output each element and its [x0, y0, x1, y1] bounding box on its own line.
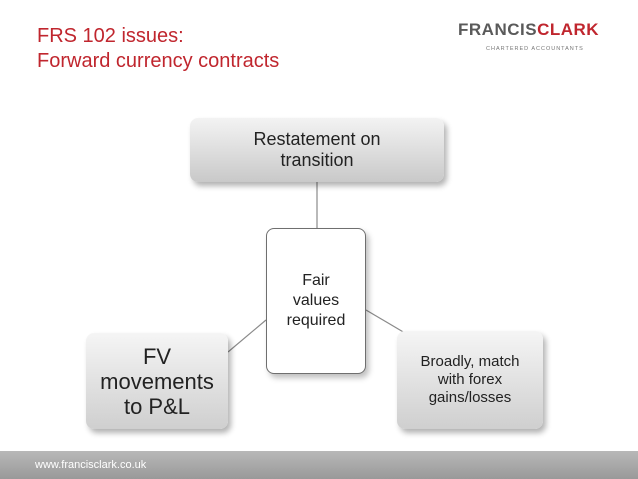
logo-subtitle: CHARTERED ACCOUNTANTS [486, 46, 584, 52]
node-left-line-3: to P&L [123, 393, 191, 419]
title-line-1: FRS 102 issues: [37, 25, 184, 47]
node-restatement-on-transition: Restatement on transition [190, 118, 444, 182]
node-top-line-1: Restatement on [253, 129, 381, 149]
node-left-line-1: FV [142, 343, 172, 369]
node-left-line-2: movements [100, 368, 214, 394]
logo-wordmark: FRANCISCLARK [458, 20, 616, 40]
node-match-forex-gains-losses: Broadly, match with forex gains/losses [397, 331, 543, 429]
node-fv-movements-to-pl: FV movements to P&L [86, 333, 228, 429]
logo-word-francis: FRANCIS [458, 20, 538, 39]
node-center-line-1: Fair [302, 272, 330, 289]
node-center-line-3: required [286, 312, 346, 329]
slide-title: FRS 102 issues: Forward currency contrac… [37, 24, 279, 74]
footer-url[interactable]: www.francisclark.co.uk [35, 459, 147, 471]
node-right-line-3: gains/losses [428, 389, 512, 406]
node-fair-values-required: Fair values required [266, 228, 366, 374]
node-right-line-1: Broadly, match [420, 353, 520, 370]
connector-left [227, 319, 267, 353]
logo-word-clark: CLARK [537, 20, 600, 39]
node-center-line-2: values [292, 292, 340, 309]
node-right-line-2: with forex [437, 371, 503, 388]
footer-bar: www.francisclark.co.uk [0, 451, 638, 479]
connector-right [365, 309, 406, 334]
francis-clark-logo: FRANCISCLARK CHARTERED ACCOUNTANTS [458, 20, 616, 52]
title-line-2: Forward currency contracts [37, 50, 280, 72]
node-top-line-2: transition [280, 150, 354, 170]
